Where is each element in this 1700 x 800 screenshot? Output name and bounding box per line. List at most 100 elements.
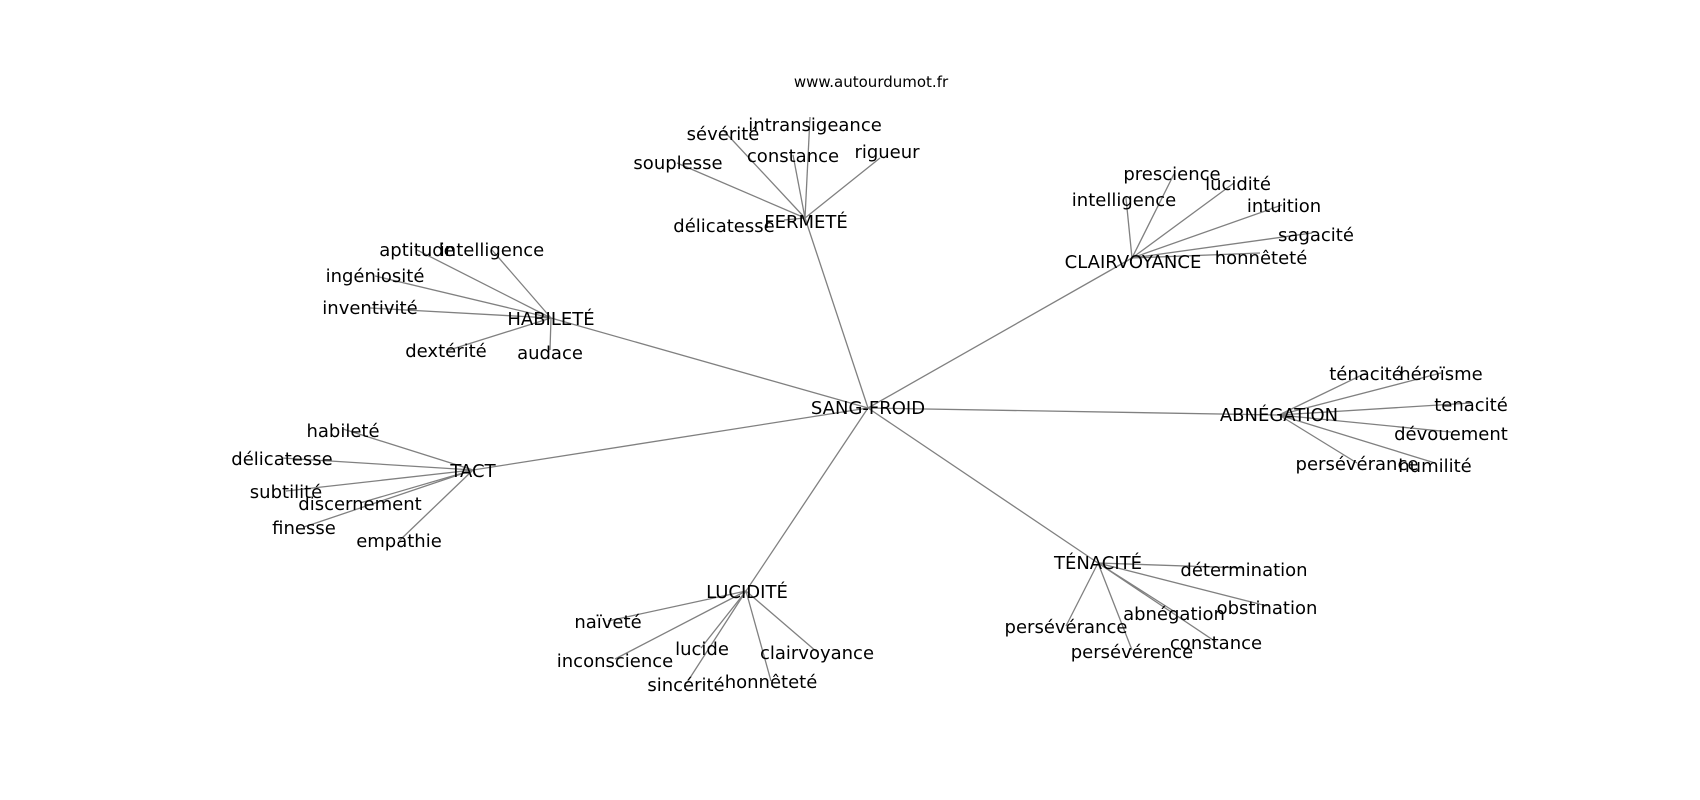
word-node-fermete-1: sévérité xyxy=(687,124,760,145)
word-node-abnegation-3: dévouement xyxy=(1394,424,1508,445)
edge-tact-word-2 xyxy=(285,469,474,492)
edge-center-lucidite xyxy=(745,407,869,592)
word-node-fermete-0: intransigeance xyxy=(748,115,882,136)
group-node-lucidite: LUCIDITÉ xyxy=(706,581,788,603)
edge-clairvoyance-word-5 xyxy=(1131,252,1261,259)
group-node-clairvoyance: CLAIRVOYANCE xyxy=(1065,252,1202,273)
edge-fermete-word-1 xyxy=(722,129,806,219)
graph-edges xyxy=(281,116,1472,685)
word-node-lucidite-5: honnêteté xyxy=(725,672,818,693)
word-node-habilete-2: ingéniosité xyxy=(326,266,425,287)
word-node-tenacite-2: obstination xyxy=(1217,598,1318,619)
word-node-fermete-5: délicatesse xyxy=(673,216,774,237)
edge-lucidite-word-3 xyxy=(745,590,818,653)
edge-center-tact xyxy=(472,407,869,471)
source-credit: www.autourdumot.fr xyxy=(794,73,949,91)
group-node-habilete: HABILETÉ xyxy=(507,308,594,330)
edge-habilete-word-3 xyxy=(369,307,552,319)
word-node-fermete-2: constance xyxy=(747,146,839,167)
word-node-tenacite-3: persévérance xyxy=(1005,617,1128,638)
word-node-abnegation-0: ténacité xyxy=(1329,364,1403,385)
word-node-clairvoyance-3: intuition xyxy=(1247,196,1321,217)
edge-tenacite-word-5 xyxy=(1097,562,1133,651)
word-node-habilete-0: aptitude xyxy=(379,240,454,261)
word-node-lucidite-1: inconscience xyxy=(557,651,673,672)
edge-abnegation-word-4 xyxy=(1278,414,1358,464)
word-node-abnegation-5: humilité xyxy=(1398,456,1472,477)
edge-tenacite-word-3 xyxy=(1065,562,1099,627)
edge-clairvoyance-word-1 xyxy=(1131,182,1235,259)
edge-lucidite-word-0 xyxy=(607,590,747,622)
edge-fermete-word-4 xyxy=(676,162,806,219)
word-node-tact-5: empathie xyxy=(356,531,442,552)
word-node-lucidite-2: lucide xyxy=(675,639,729,660)
edge-clairvoyance-word-0 xyxy=(1131,173,1175,259)
word-node-tact-2: subtilité xyxy=(250,482,322,503)
word-node-clairvoyance-0: prescience xyxy=(1123,164,1220,185)
edge-tenacite-word-2 xyxy=(1097,562,1268,607)
edge-lucidite-word-1 xyxy=(614,590,747,660)
edge-tact-word-3 xyxy=(359,469,474,504)
edge-abnegation-word-1 xyxy=(1278,372,1442,416)
edge-habilete-word-1 xyxy=(491,249,552,319)
word-node-abnegation-1: héroïsme xyxy=(1399,364,1483,385)
word-node-fermete-4: souplesse xyxy=(633,153,722,174)
edge-tact-word-0 xyxy=(342,428,474,471)
edge-fermete-word-0 xyxy=(804,116,811,219)
word-node-habilete-3: inventivité xyxy=(322,298,417,319)
word-node-clairvoyance-4: sagacité xyxy=(1278,225,1354,246)
edge-abnegation-word-2 xyxy=(1278,402,1472,416)
edge-habilete-word-2 xyxy=(374,275,552,319)
edge-habilete-word-5 xyxy=(549,317,552,351)
edge-fermete-word-3 xyxy=(804,157,881,219)
word-node-fermete-3: rigueur xyxy=(854,142,920,163)
edge-abnegation-word-5 xyxy=(1278,414,1436,464)
edge-lucidite-word-5 xyxy=(745,590,772,682)
edge-center-tenacite xyxy=(867,407,1099,564)
word-node-clairvoyance-2: intelligence xyxy=(1072,190,1176,211)
group-node-abnegation: ABNÉGATION xyxy=(1220,404,1338,426)
edge-center-habilete xyxy=(550,317,869,409)
edge-habilete-word-4 xyxy=(445,317,552,352)
edge-tact-word-1 xyxy=(281,457,474,471)
center-node: SANG-FROID xyxy=(811,398,925,419)
edge-tact-word-4 xyxy=(303,469,474,528)
group-node-tact: TACT xyxy=(449,461,496,482)
word-node-tenacite-0: détermination xyxy=(1180,560,1307,581)
edge-tact-word-5 xyxy=(398,469,474,542)
edge-center-abnegation xyxy=(867,407,1280,416)
edge-clairvoyance-word-2 xyxy=(1125,197,1133,259)
word-node-tact-4: finesse xyxy=(272,518,336,539)
edge-abnegation-word-3 xyxy=(1278,414,1452,433)
group-node-tenacite: TÉNACITÉ xyxy=(1053,552,1142,574)
word-node-tenacite-4: constance xyxy=(1170,633,1262,654)
word-node-tenacite-1: abnégation xyxy=(1123,604,1225,625)
word-node-tact-3: discernement xyxy=(298,494,421,515)
word-node-habilete-5: audace xyxy=(517,343,583,364)
edge-fermete-word-5 xyxy=(783,217,806,221)
edge-lucidite-word-4 xyxy=(685,590,747,685)
word-node-lucidite-3: clairvoyance xyxy=(760,643,874,664)
edge-abnegation-word-0 xyxy=(1278,372,1367,416)
edge-habilete-word-0 xyxy=(416,249,552,319)
edge-clairvoyance-word-3 xyxy=(1131,204,1283,259)
edge-tenacite-word-4 xyxy=(1097,562,1217,643)
word-node-tact-0: habileté xyxy=(306,421,379,442)
word-node-tenacite-5: persévérence xyxy=(1071,642,1194,663)
word-node-lucidite-4: sincérité xyxy=(647,675,724,696)
word-node-abnegation-4: persévérance xyxy=(1296,454,1419,475)
edge-fermete-word-2 xyxy=(792,154,806,219)
word-node-habilete-4: dextérité xyxy=(405,341,487,362)
edge-lucidite-word-2 xyxy=(700,590,747,649)
word-node-clairvoyance-1: lucidité xyxy=(1205,174,1271,195)
word-node-abnegation-2: tenacité xyxy=(1434,395,1508,416)
word-node-tact-1: délicatesse xyxy=(231,449,332,470)
group-node-fermete: FERMETÉ xyxy=(764,211,848,233)
edge-center-clairvoyance xyxy=(867,257,1133,409)
edge-center-fermete xyxy=(804,217,869,409)
word-node-clairvoyance-5: honnêteté xyxy=(1215,248,1308,269)
word-node-habilete-1: intelligence xyxy=(440,240,544,261)
edge-tenacite-word-0 xyxy=(1097,562,1245,569)
